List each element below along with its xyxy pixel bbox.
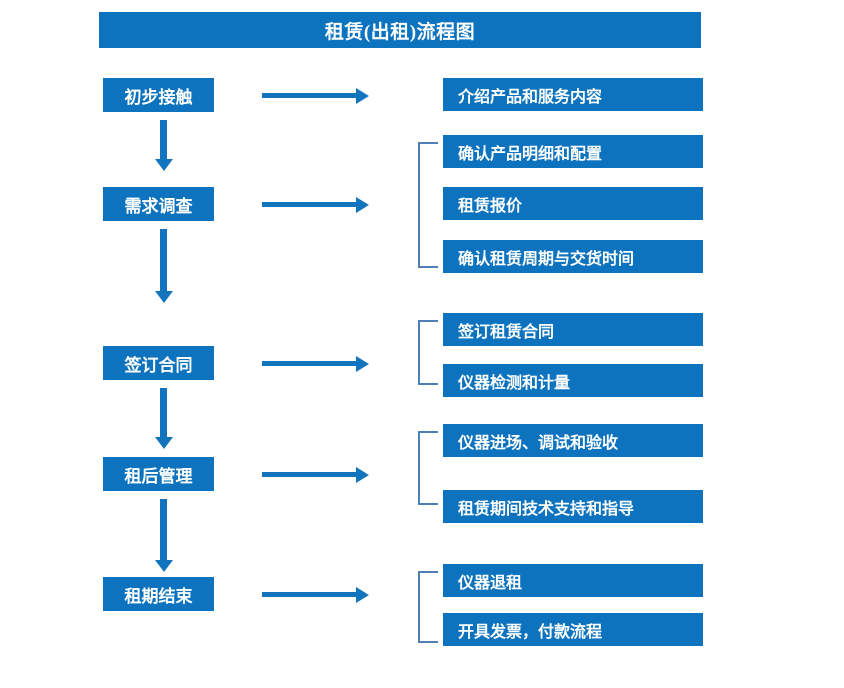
horizontal-arrow-5 — [262, 592, 356, 597]
detail-box-3-1[interactable]: 签订租赁合同 — [443, 313, 703, 346]
bracket-connector-5 — [418, 571, 438, 643]
stage-box-2[interactable]: 需求调查 — [103, 187, 214, 221]
horizontal-arrow-3 — [262, 361, 356, 366]
detail-box-1-1[interactable]: 介绍产品和服务内容 — [443, 78, 703, 111]
detail-box-4-1[interactable]: 仪器进场、调试和验收 — [443, 424, 703, 457]
detail-box-2-3[interactable]: 确认租赁周期与交货时间 — [443, 240, 703, 273]
detail-box-4-2[interactable]: 租赁期间技术支持和指导 — [443, 490, 703, 523]
detail-box-3-2[interactable]: 仪器检测和计量 — [443, 364, 703, 397]
horizontal-arrow-2 — [262, 202, 356, 207]
horizontal-arrow-4 — [262, 472, 356, 477]
stage-box-4[interactable]: 租后管理 — [103, 457, 214, 491]
vertical-arrow-2 — [160, 229, 167, 292]
detail-box-5-2[interactable]: 开具发票，付款流程 — [443, 613, 703, 646]
bracket-connector-3 — [418, 320, 438, 385]
detail-box-5-1[interactable]: 仪器退租 — [443, 564, 703, 597]
stage-box-5[interactable]: 租期结束 — [103, 577, 214, 611]
bracket-connector-4 — [418, 431, 438, 505]
bracket-connector-2 — [418, 142, 438, 268]
detail-box-2-1[interactable]: 确认产品明细和配置 — [443, 135, 703, 168]
stage-box-3[interactable]: 签订合同 — [103, 346, 214, 380]
page-title: 租赁(出租)流程图 — [99, 12, 701, 48]
vertical-arrow-3 — [160, 388, 167, 438]
horizontal-arrow-1 — [262, 93, 356, 98]
vertical-arrow-4 — [160, 499, 167, 561]
detail-box-2-2[interactable]: 租赁报价 — [443, 187, 703, 220]
stage-box-1[interactable]: 初步接触 — [103, 78, 214, 112]
vertical-arrow-1 — [160, 120, 167, 160]
